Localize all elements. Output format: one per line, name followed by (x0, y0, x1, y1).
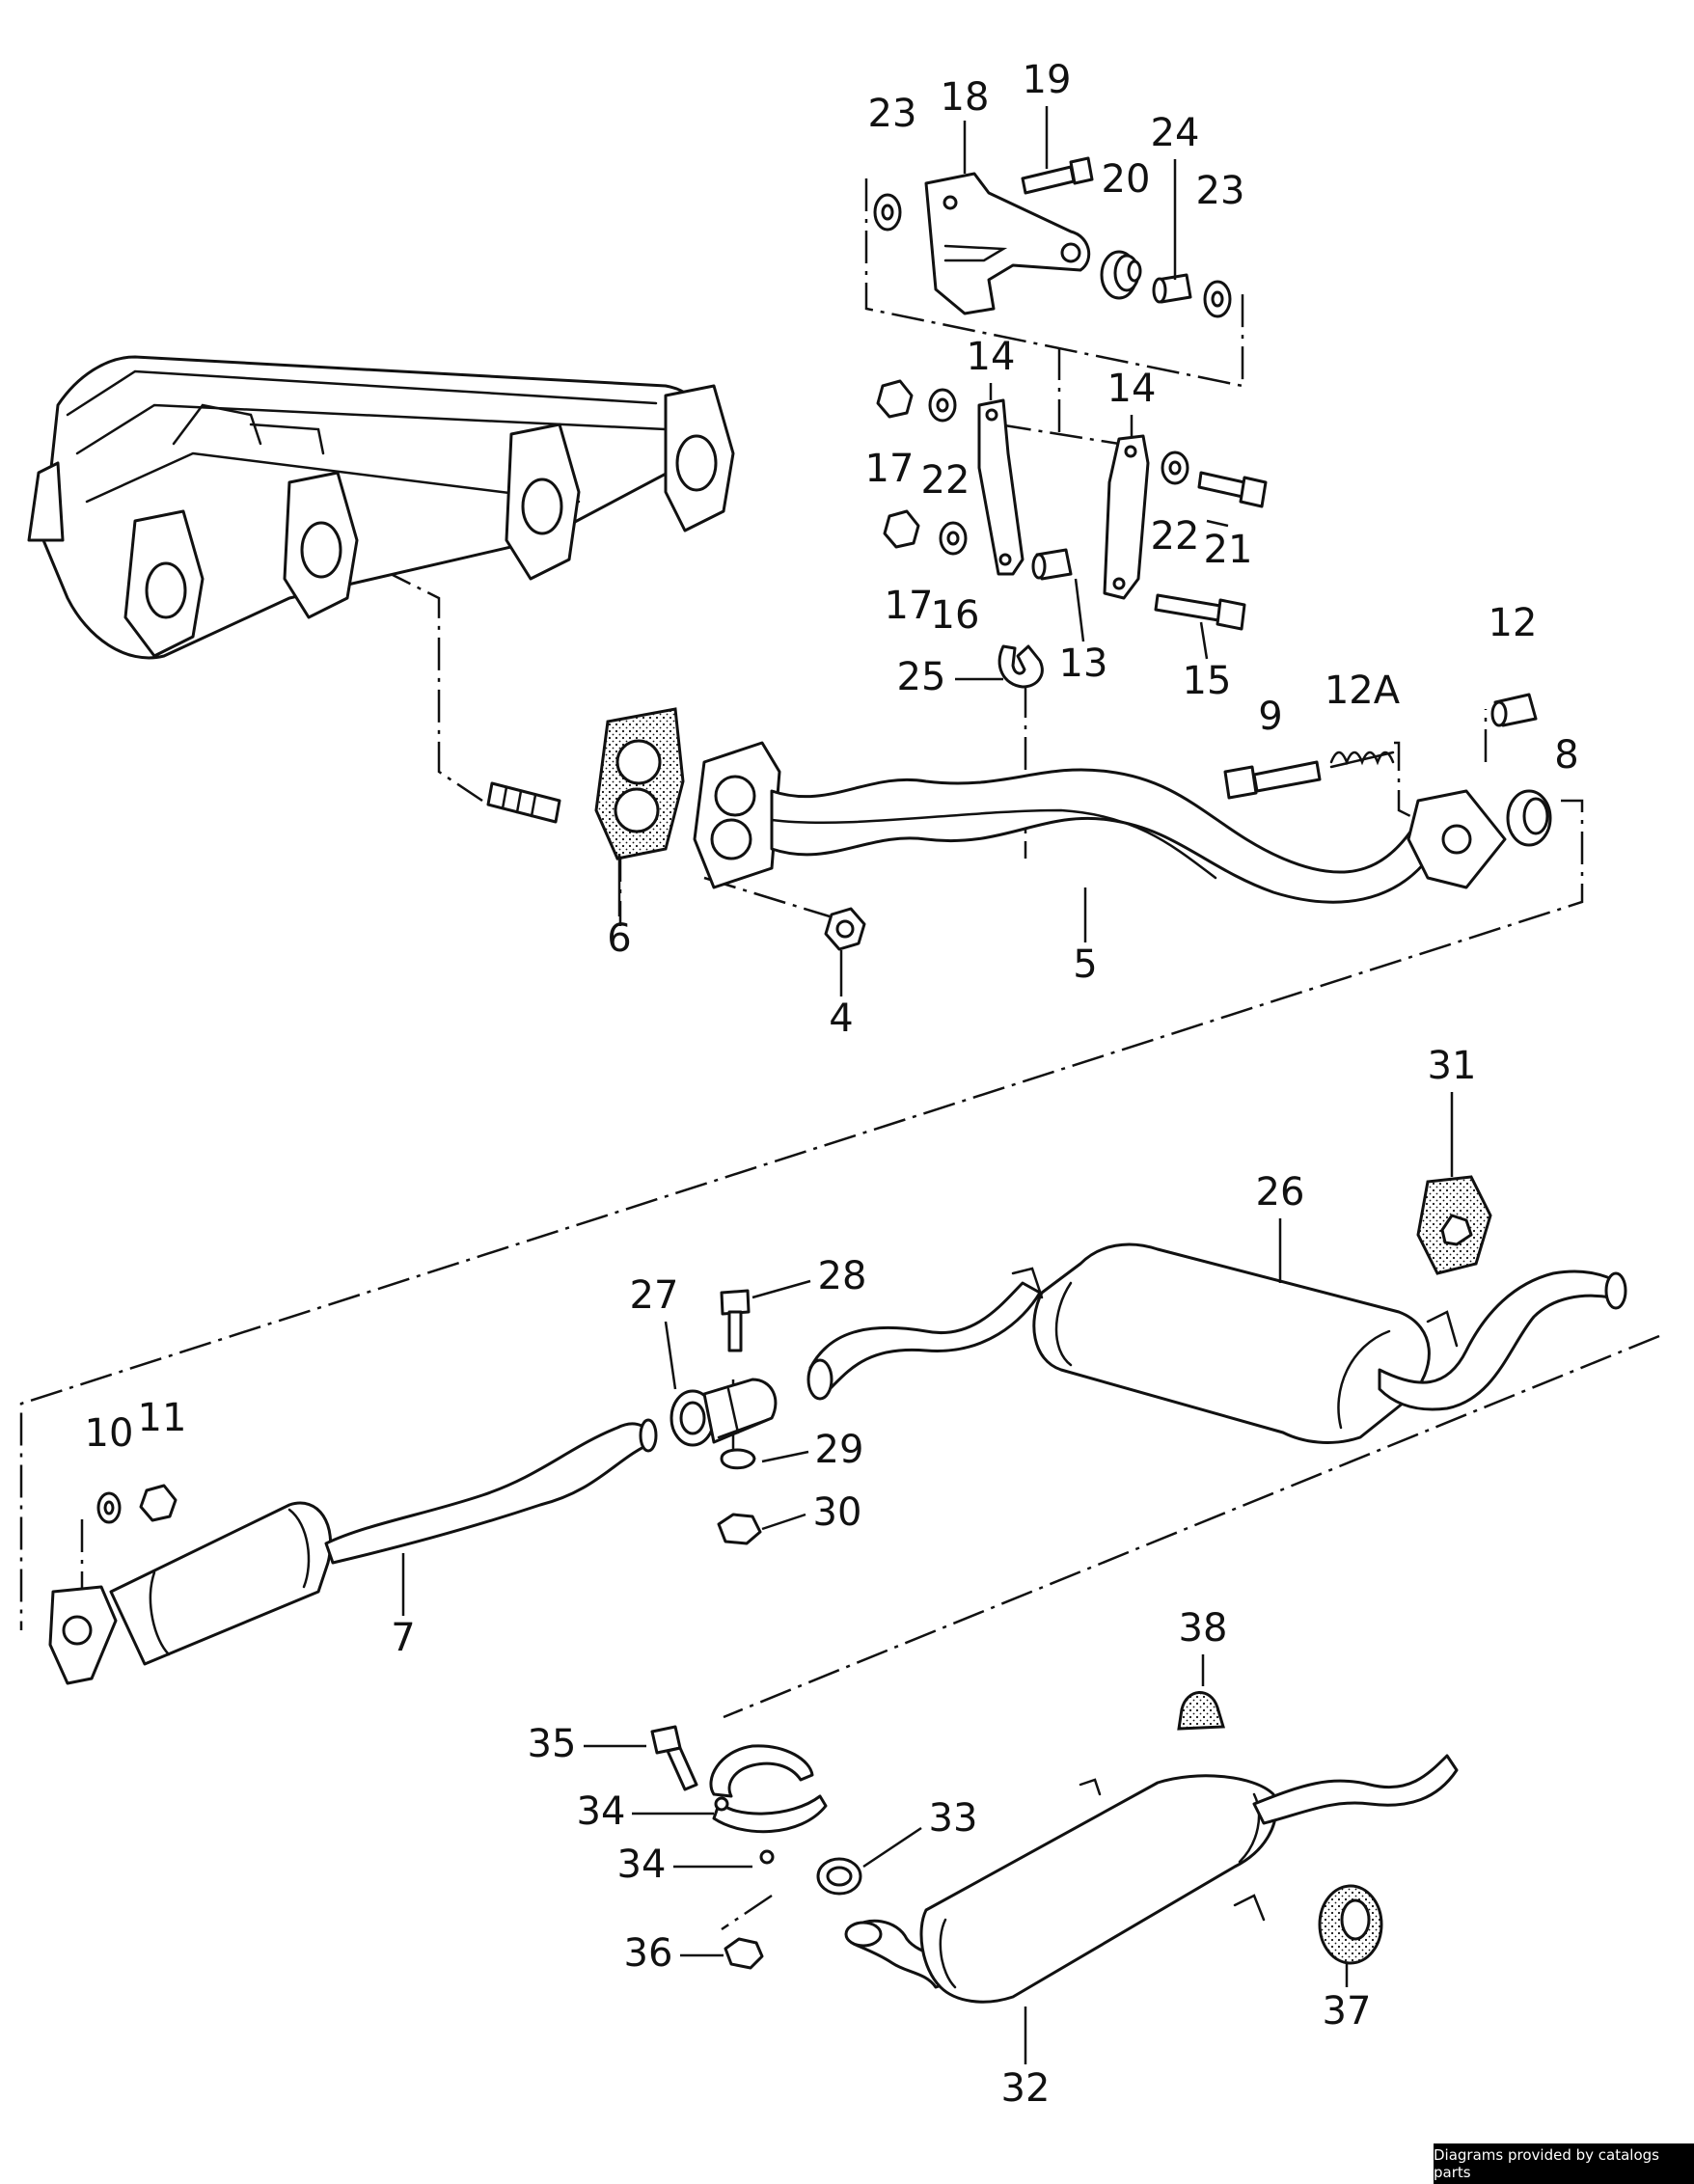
callout-p14a: 14 (967, 335, 1016, 379)
bolt-9 (1223, 760, 1322, 800)
callout-p32: 32 (1001, 2066, 1051, 2111)
strap-14 (977, 398, 1150, 600)
rubber-ring-37 (1318, 1884, 1383, 1965)
callout-p26: 26 (1256, 1170, 1305, 1215)
callout-p37: 37 (1323, 1989, 1372, 2034)
credit-banner: Diagrams provided by catalogs parts (1434, 2143, 1694, 2184)
buffer-38 (1177, 1691, 1225, 1731)
callout-p17a: 17 (865, 447, 915, 491)
callout-p38: 38 (1179, 1606, 1228, 1651)
nut-36 (724, 1937, 764, 1970)
callout-p23b: 23 (1196, 169, 1245, 213)
callout-p34b: 34 (617, 1843, 667, 1887)
bolt-21 (1197, 471, 1268, 508)
washer-22 (928, 388, 1189, 485)
spacer-24 (1152, 273, 1192, 304)
bolt-19 (1021, 156, 1094, 195)
callout-p5: 5 (1073, 942, 1097, 987)
callout-p12: 12 (1489, 601, 1538, 645)
rubber-bush-20 (1100, 250, 1142, 300)
callout-p18: 18 (941, 75, 990, 120)
bolt-28 (720, 1289, 751, 1352)
callout-p23a: 23 (868, 92, 917, 136)
callout-p33: 33 (929, 1796, 978, 1841)
callout-p22b: 22 (1151, 514, 1200, 559)
callout-p22a: 22 (921, 458, 970, 503)
callout-p16: 16 (931, 593, 980, 638)
clamp-27 (669, 1378, 778, 1447)
rear-silencer-32 (844, 1754, 1459, 2004)
callout-p35: 35 (528, 1722, 577, 1766)
spring-washer-29 (720, 1448, 756, 1470)
nut-11 (139, 1484, 178, 1522)
front-silencer-7 (48, 1418, 658, 1685)
callout-p7: 7 (391, 1616, 415, 1660)
bolt-35 (650, 1725, 698, 1791)
sealing-ring-8 (1506, 789, 1552, 847)
stud (486, 781, 561, 824)
callout-p8: 8 (1554, 733, 1578, 778)
spacer-13 (1031, 548, 1073, 581)
nut-30 (717, 1513, 762, 1545)
gasket-6 (594, 707, 685, 860)
leader-lines (401, 106, 1454, 2064)
callout-p28: 28 (818, 1254, 867, 1298)
callout-p12A: 12A (1325, 669, 1401, 713)
callout-p6: 6 (607, 916, 631, 961)
callout-p36: 36 (624, 1931, 673, 1976)
rubber-mounting-31 (1416, 1175, 1492, 1275)
callout-p4: 4 (829, 996, 853, 1041)
clamp-half-34 (709, 1744, 828, 1865)
sleeve-12 (1490, 693, 1538, 727)
washer-10 (96, 1491, 122, 1524)
sealing-ring-33 (816, 1857, 862, 1896)
nut-17 (876, 379, 920, 549)
nut-4 (824, 907, 866, 951)
callout-p13: 13 (1059, 642, 1108, 686)
callout-p34a: 34 (577, 1789, 626, 1834)
rear-silencer-26 (806, 1242, 1627, 1444)
callout-p19: 19 (1023, 58, 1072, 102)
clamp-25 (997, 644, 1044, 689)
callout-p31: 31 (1428, 1044, 1477, 1088)
callout-p27: 27 (630, 1273, 679, 1318)
exhaust-manifold (27, 355, 735, 660)
callout-p17b: 17 (885, 584, 934, 628)
callout-p11: 11 (138, 1396, 187, 1440)
callout-p30: 30 (813, 1490, 862, 1535)
bolt-15 (1154, 593, 1246, 631)
front-pipe-5 (693, 741, 1507, 904)
callout-p15: 15 (1183, 659, 1232, 703)
callout-p9: 9 (1258, 695, 1282, 739)
callout-p21: 21 (1204, 528, 1253, 572)
callout-p25: 25 (897, 655, 946, 699)
callout-p24: 24 (1151, 111, 1200, 155)
bracket-18 (924, 172, 1091, 315)
callout-p20: 20 (1102, 157, 1151, 202)
spring-12A (1329, 751, 1395, 769)
washer-23 (873, 193, 1232, 318)
washer-16 (939, 521, 968, 556)
callout-p10: 10 (85, 1411, 134, 1456)
callout-p29: 29 (815, 1428, 864, 1472)
callout-p14b: 14 (1107, 367, 1157, 411)
